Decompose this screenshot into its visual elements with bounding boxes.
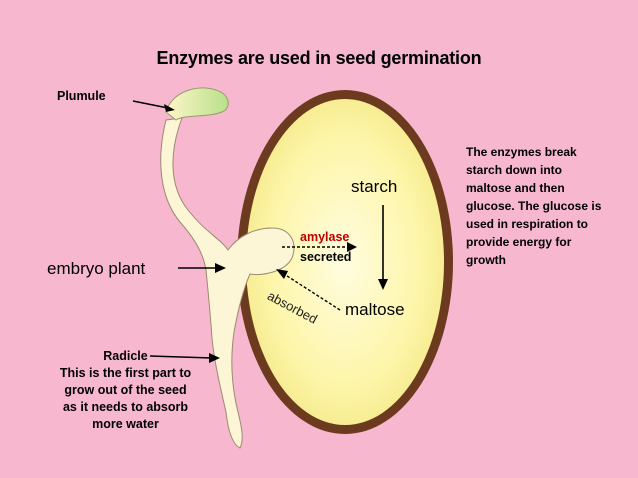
plumule-label: Plumule [57, 89, 106, 103]
explanation-line: glucose. The glucose is [466, 199, 602, 213]
explanation-line: The enzymes break [466, 145, 577, 159]
radicle-arrow [149, 353, 220, 363]
starch-label: starch [351, 177, 398, 196]
starch-to-maltose-arrow [378, 205, 388, 290]
page-title: Enzymes are used in seed germination [156, 48, 482, 68]
radicle-line: grow out of the seed [64, 383, 187, 397]
radicle-title: Radicle [103, 349, 148, 363]
embryo-plant-label: embryo plant [47, 259, 146, 278]
endosperm [246, 99, 444, 425]
plumule-arrow [132, 100, 175, 112]
radicle-line: as it needs to absorb [62, 400, 189, 414]
maltose-label: maltose [345, 300, 405, 319]
embryo-plant-shape [160, 117, 295, 449]
radicle-text: Radicle This is the first part to grow o… [38, 348, 213, 433]
secreted-label: secreted [300, 250, 352, 264]
explanation-line: used in respiration to [466, 217, 589, 231]
explanation-line: provide energy for [466, 235, 572, 249]
explanation-line: starch down into [466, 163, 562, 177]
explanation-line: maltose and then [466, 181, 565, 195]
radicle-line: This is the first part to [59, 366, 192, 380]
explanation-text: The enzymes break starch down into malto… [466, 143, 626, 269]
embryo-arrow [178, 263, 226, 273]
plumule-leaf [165, 87, 229, 121]
secreted-arrow [282, 242, 357, 252]
radicle-line: more water [92, 417, 159, 431]
absorbed-arrow [276, 269, 341, 311]
explanation-line: growth [466, 253, 506, 267]
amylase-label: amylase [300, 230, 350, 244]
